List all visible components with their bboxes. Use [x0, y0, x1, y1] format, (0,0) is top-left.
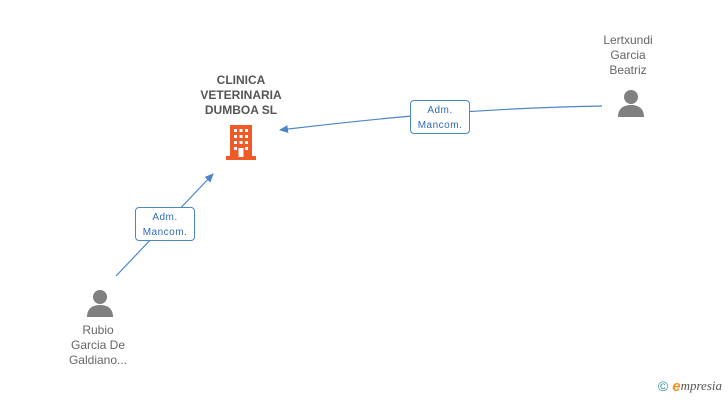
- relation-label-line: Mancom.: [417, 120, 463, 131]
- relation-label-line: Mancom.: [142, 227, 188, 238]
- company-name-line: VETERINARIA: [200, 88, 282, 102]
- empresia-logo-e: e: [672, 377, 681, 395]
- person-name-line: Rubio: [82, 323, 114, 337]
- person-name-line: Lertxundi: [603, 33, 653, 47]
- relation-label-line: Adm.: [427, 105, 453, 116]
- relation-label-lertxundi[interactable]: Adm. Mancom.: [410, 100, 470, 134]
- person-name-line: Galdiano...: [68, 353, 128, 367]
- empresia-watermark: © e mpresia: [658, 376, 722, 396]
- building-icon[interactable]: [224, 123, 258, 161]
- relation-label-rubio[interactable]: Adm. Mancom.: [135, 207, 195, 241]
- relation-label-line: Adm.: [152, 212, 178, 223]
- person-icon[interactable]: [616, 88, 646, 118]
- person-icon[interactable]: [85, 288, 115, 318]
- person-name-lertxundi[interactable]: Lertxundi Garcia Beatriz: [573, 33, 683, 78]
- person-name-line: Garcia: [610, 48, 646, 62]
- person-name-line: Garcia De: [70, 338, 126, 352]
- empresia-logo-text: mpresia: [680, 378, 722, 393]
- person-name-rubio[interactable]: Rubio Garcia De Galdiano...: [43, 323, 153, 368]
- person-name-line: Beatriz: [609, 63, 647, 77]
- company-name-line: DUMBOA SL: [204, 103, 278, 117]
- copyright-icon: ©: [657, 378, 669, 394]
- company-name-line: CLINICA: [216, 73, 266, 87]
- company-name[interactable]: CLINICA VETERINARIA DUMBOA SL: [186, 73, 296, 118]
